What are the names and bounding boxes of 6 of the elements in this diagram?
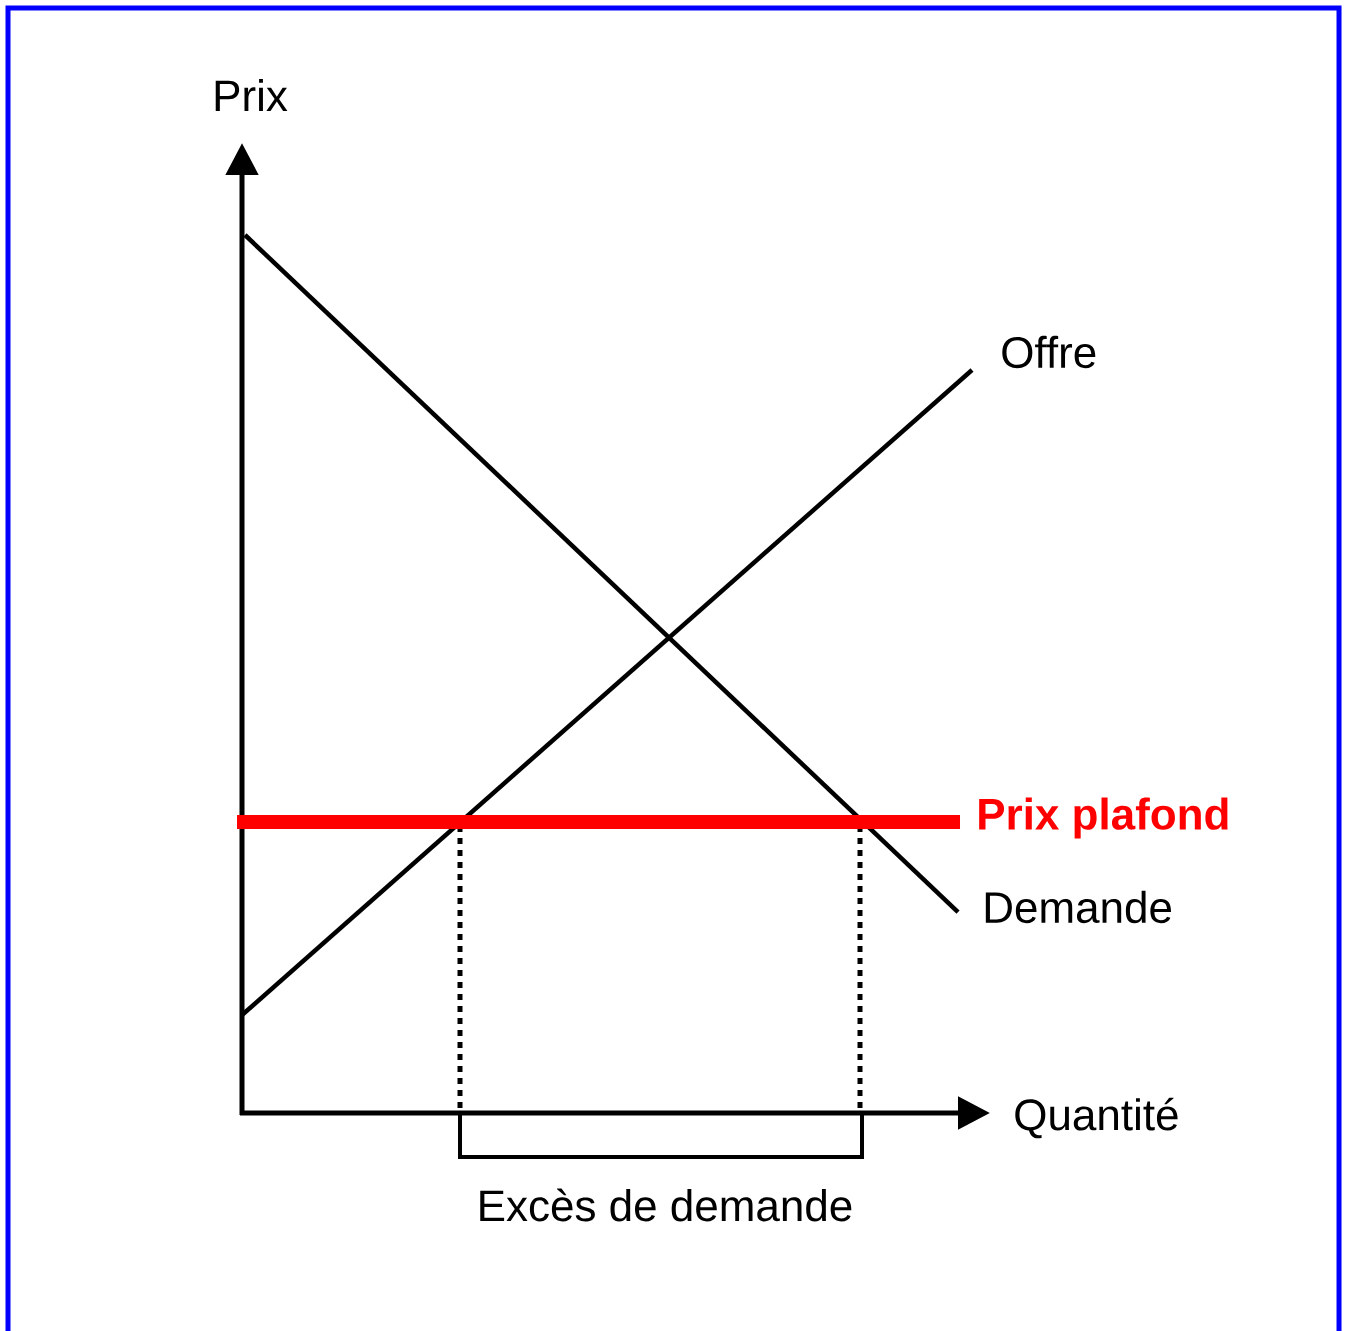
price-ceiling-label: Prix plafond — [979, 797, 1228, 839]
axis-label: Prix — [215, 79, 288, 111]
curve-label: Offre — [1002, 335, 1096, 369]
axis-label: Quantité — [1015, 1097, 1178, 1139]
curve-label: Demande — [985, 890, 1171, 924]
bracket-label: Excès de demande — [480, 1188, 852, 1222]
